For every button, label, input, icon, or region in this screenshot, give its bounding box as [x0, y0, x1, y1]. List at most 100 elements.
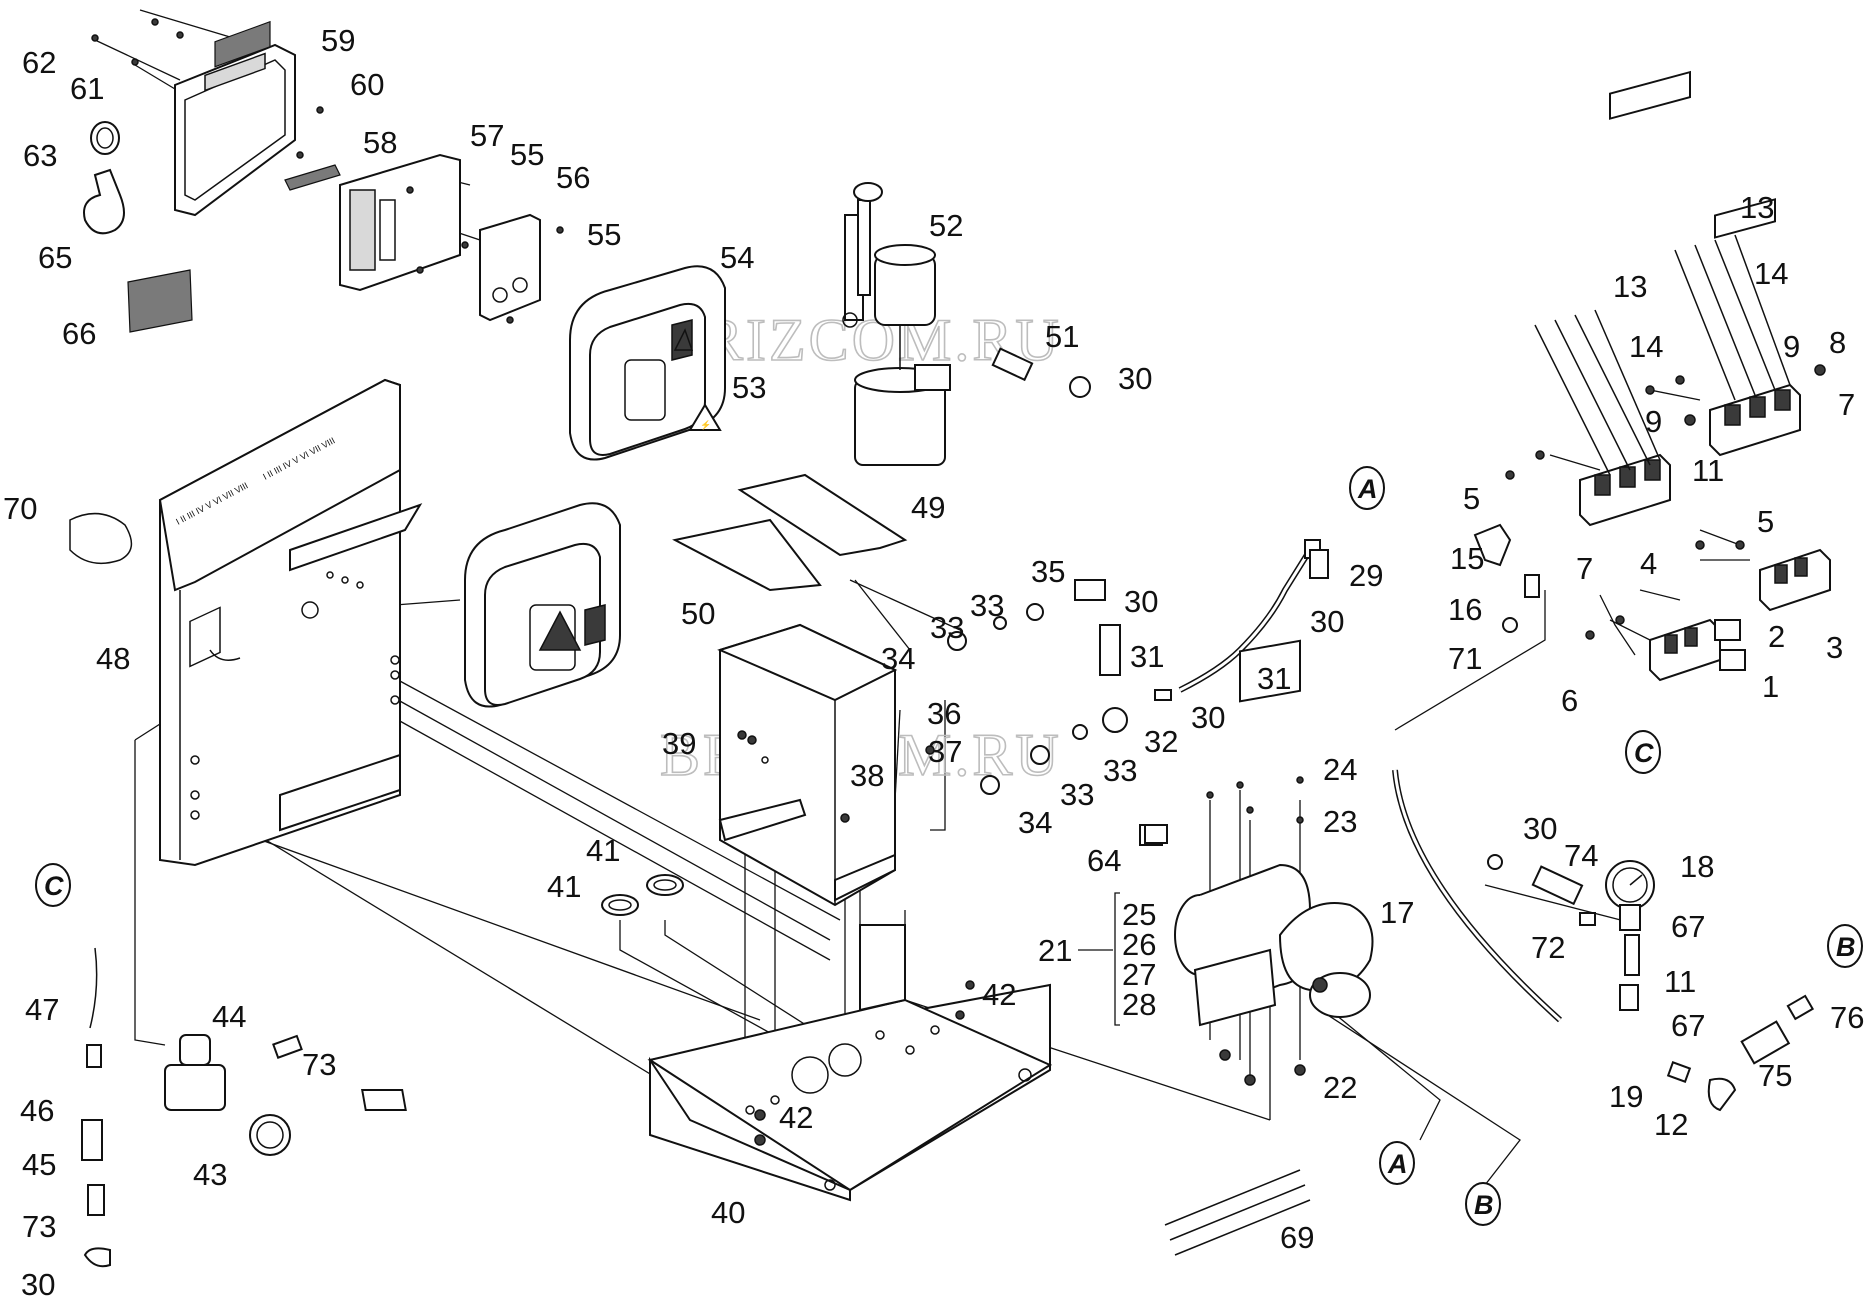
- callout-62: 62: [22, 45, 56, 80]
- drain-hose-assembly: [947, 539, 1329, 795]
- grommet-inner: [96, 127, 114, 149]
- callout-55b: 55: [587, 217, 621, 252]
- callout-58: 58: [363, 125, 397, 160]
- callout-36: 36: [927, 696, 961, 731]
- callout-63: 63: [23, 138, 57, 173]
- connection-ref-c-right: C: [1625, 730, 1661, 774]
- callout-56: 56: [556, 160, 590, 195]
- callout-41a: 41: [586, 833, 620, 868]
- callout-49: 49: [911, 490, 945, 525]
- svg-text:A: A: [1357, 474, 1378, 504]
- callout-73a: 73: [302, 1047, 336, 1082]
- callout-70: 70: [3, 491, 37, 526]
- svg-text:C: C: [44, 871, 64, 901]
- air-regulator-assembly: [81, 947, 407, 1268]
- callout-53: 53: [732, 370, 766, 405]
- callout-37: 37: [928, 734, 962, 769]
- centrifugal-pump-motor: [1139, 639, 1374, 1027]
- callout-64: 64: [1087, 843, 1121, 878]
- control-box-upper: [569, 265, 726, 461]
- callout-31a: 31: [1130, 639, 1164, 674]
- callout-13b: 13: [1740, 190, 1774, 225]
- callout-9b: 9: [1783, 329, 1800, 364]
- callout-5b: 5: [1757, 504, 1774, 539]
- callout-55a: 55: [510, 137, 544, 172]
- callout-16: 16: [1448, 592, 1482, 627]
- o-ring-2-inner: [653, 879, 677, 891]
- elbow-fitting: [1473, 523, 1512, 567]
- warning-label: [688, 403, 722, 431]
- callout-22: 22: [1323, 1070, 1357, 1105]
- callout-33d: 33: [1060, 777, 1094, 812]
- callout-2: 2: [1768, 619, 1785, 654]
- callout-67a: 67: [1671, 909, 1705, 944]
- callout-51: 51: [1045, 319, 1079, 354]
- callout-7b: 7: [1838, 387, 1855, 422]
- callout-11a: 11: [1692, 453, 1724, 488]
- callout-45: 45: [22, 1147, 56, 1182]
- callout-73b: 73: [22, 1209, 56, 1244]
- callout-71: 71: [1448, 641, 1482, 676]
- callout-61: 61: [70, 71, 104, 106]
- gauge-assembly: [1487, 854, 1815, 1112]
- callout-42a: 42: [982, 977, 1016, 1012]
- callout-33b: 33: [930, 610, 964, 645]
- callout-3: 3: [1826, 630, 1843, 665]
- valve-fittings: [1534, 234, 1791, 476]
- pump-unit: [842, 182, 951, 466]
- band-clamp: [69, 512, 133, 565]
- screws: [91, 18, 1826, 1146]
- terminal-strip: [284, 164, 341, 191]
- callout-38: 38: [850, 758, 884, 793]
- callout-9a: 9: [1645, 404, 1662, 439]
- supply-hose: [1392, 769, 1563, 1023]
- mounting-bracket: [479, 213, 541, 322]
- callout-47: 47: [25, 992, 59, 1027]
- mounting-board: [339, 153, 461, 292]
- connection-ref-b-right: B: [1827, 924, 1863, 968]
- cover-plate-bottom: [672, 518, 822, 592]
- callout-76: 76: [1830, 1000, 1864, 1035]
- callout-31b: 31: [1257, 661, 1291, 696]
- callout-40: 40: [711, 1195, 745, 1230]
- callout-23: 23: [1323, 804, 1357, 839]
- callout-74: 74: [1564, 838, 1598, 873]
- callout-41b: 41: [547, 869, 581, 904]
- callout-1: 1: [1762, 669, 1779, 704]
- callout-32: 32: [1144, 724, 1178, 759]
- callout-17: 17: [1380, 895, 1414, 930]
- main-frame-panel: I II III IV V VI VII VIII I II III IV V …: [158, 378, 423, 867]
- cable-clamp: [83, 168, 125, 235]
- solenoid-valve-bank-lower: [1649, 198, 1831, 682]
- callout-15: 15: [1450, 541, 1484, 576]
- callout-6: 6: [1561, 683, 1578, 718]
- pump-fitting: [1144, 824, 1168, 844]
- callout-30b: 30: [1124, 584, 1158, 619]
- callout-67b: 67: [1671, 1008, 1705, 1043]
- callout-46: 46: [20, 1093, 54, 1128]
- callout-69: 69: [1280, 1220, 1314, 1255]
- callout-30c: 30: [1310, 604, 1344, 639]
- callout-33c: 33: [1103, 753, 1137, 788]
- callout-11b: 11: [1664, 964, 1696, 999]
- callout-group-bracket: [1114, 892, 1120, 1026]
- callout-66: 66: [62, 316, 96, 351]
- callout-21: 21: [1038, 933, 1072, 968]
- svg-text:B: B: [1474, 1190, 1494, 1220]
- callout-28: 28: [1122, 987, 1156, 1022]
- svg-text:A: A: [1387, 1149, 1408, 1179]
- callout-52: 52: [929, 208, 963, 243]
- connection-ref-c-left: C: [35, 863, 71, 907]
- callout-72: 72: [1531, 930, 1565, 965]
- connection-ref-b-bottom: B: [1465, 1182, 1501, 1226]
- callout-30a: 30: [1118, 361, 1152, 396]
- callout-12: 12: [1654, 1107, 1688, 1142]
- callout-30d: 30: [1191, 700, 1225, 735]
- callout-34a: 34: [881, 641, 915, 676]
- o-ring-1: [601, 894, 639, 916]
- callout-18: 18: [1680, 849, 1714, 884]
- callout-39: 39: [662, 726, 696, 761]
- callout-8: 8: [1829, 325, 1846, 360]
- callout-14b: 14: [1754, 256, 1788, 291]
